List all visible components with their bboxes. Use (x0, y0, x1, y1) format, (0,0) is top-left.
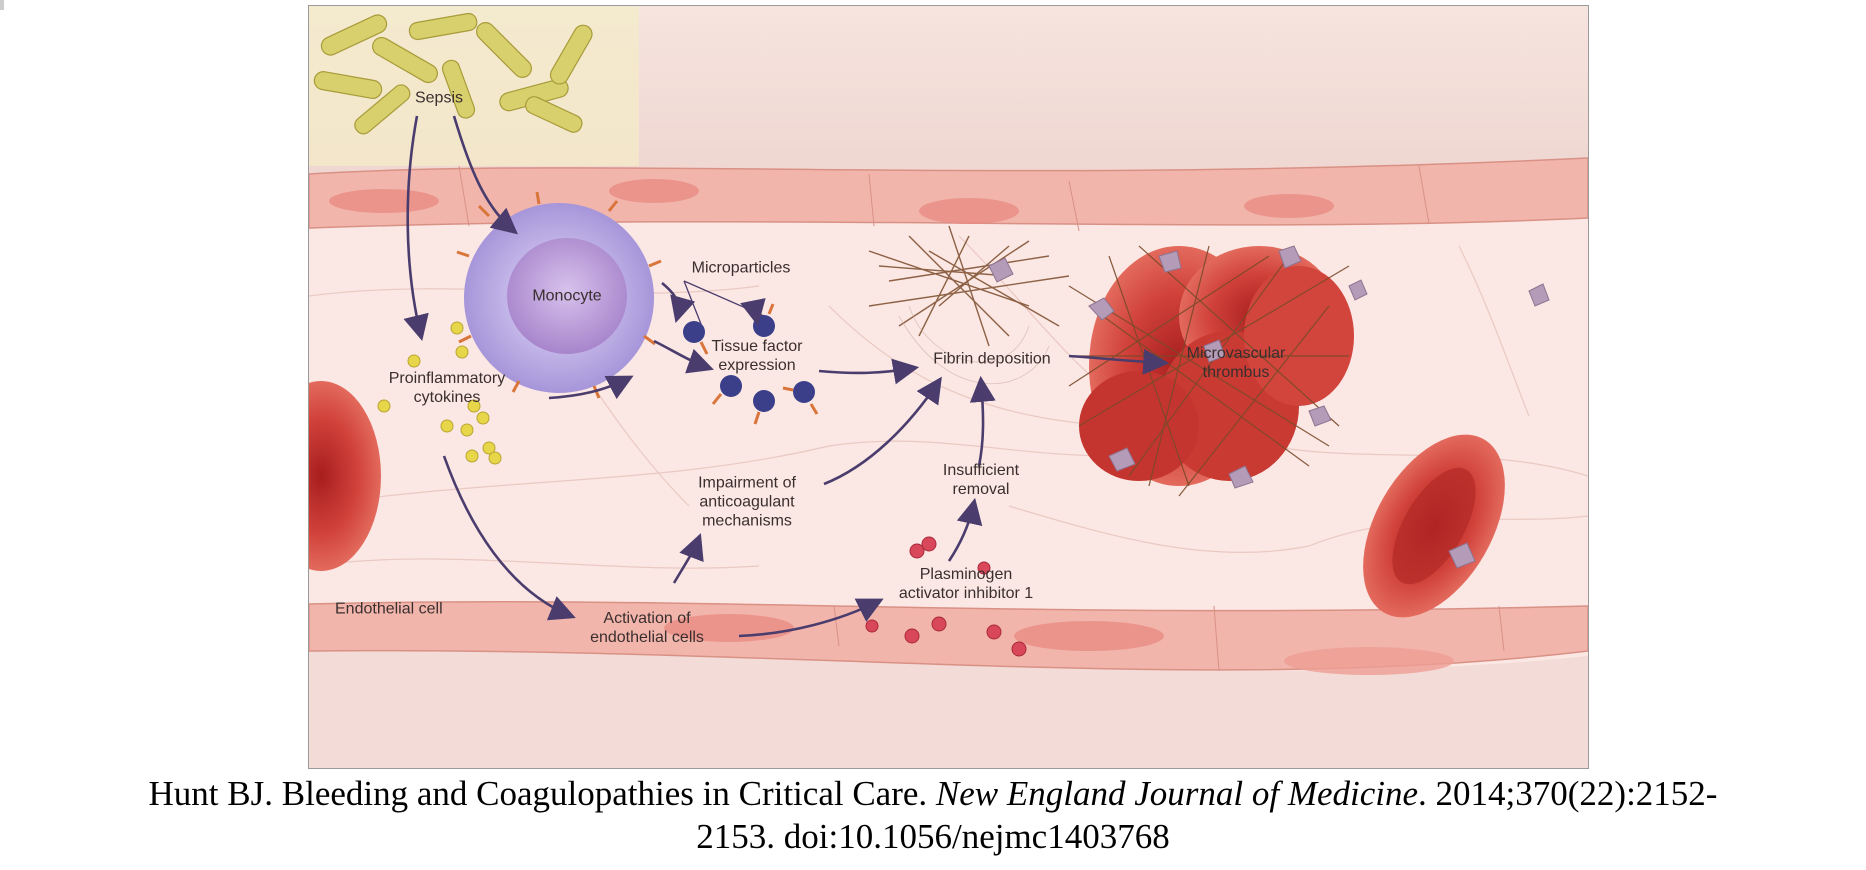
microparticles (683, 315, 815, 412)
sepsis-coagulopathy-illustration: Sepsis Monocyte Microparticles Tissue fa… (308, 5, 1589, 769)
pathway-arrows (403, 115, 1170, 638)
microparticle-leaders (683, 280, 765, 325)
proinflammatory-cytokines (377, 321, 502, 465)
platelets (988, 257, 1550, 569)
figure-caption: Hunt BJ. Bleeding and Coagulopathies in … (0, 772, 1866, 858)
microparticle-receptors (699, 303, 819, 425)
label-activation-endothelial: Activation of endothelial cells (590, 610, 704, 646)
bacteria (313, 12, 593, 135)
label-tissue-factor: Tissue factor expression (711, 338, 803, 374)
label-microvascular-thrombus: Microvascular thrombus (1186, 345, 1286, 381)
label-proinflammatory-cytokines: Proinflammatory cytokines (388, 370, 506, 406)
caption-citation: Hunt BJ. Bleeding and Coagulopathies in … (148, 774, 936, 813)
endothelial-wall-bottom (309, 600, 1588, 671)
label-sepsis: Sepsis (414, 89, 464, 107)
red-blood-cell-right (1363, 434, 1505, 618)
caption-pages: . 2014;370(22):2152- (1418, 774, 1718, 813)
label-pai-1: Plasminogen activator inhibitor 1 (898, 566, 1034, 602)
caption-doi: 2153. doi:10.1056/nejmc1403768 (696, 817, 1170, 856)
monocyte-cell (456, 191, 662, 399)
caption-journal: New England Journal of Medicine (935, 774, 1419, 813)
label-fibrin-deposition: Fibrin deposition (933, 350, 1051, 368)
illustration-artwork (309, 6, 1588, 768)
label-monocyte: Monocyte (532, 287, 602, 305)
label-microparticles: Microparticles (691, 259, 791, 277)
corner-mark (0, 0, 4, 10)
pai-1-dots (865, 536, 1027, 657)
fibrin-strands (868, 225, 1070, 347)
label-endothelial-cell: Endothelial cell (335, 600, 443, 618)
label-insufficient-removal: Insufficient removal (942, 462, 1020, 498)
microvascular-thrombus (1068, 245, 1368, 497)
red-blood-cell-left (309, 381, 381, 571)
label-impairment-anticoagulant: Impairment of anticoagulant mechanisms (698, 474, 796, 530)
